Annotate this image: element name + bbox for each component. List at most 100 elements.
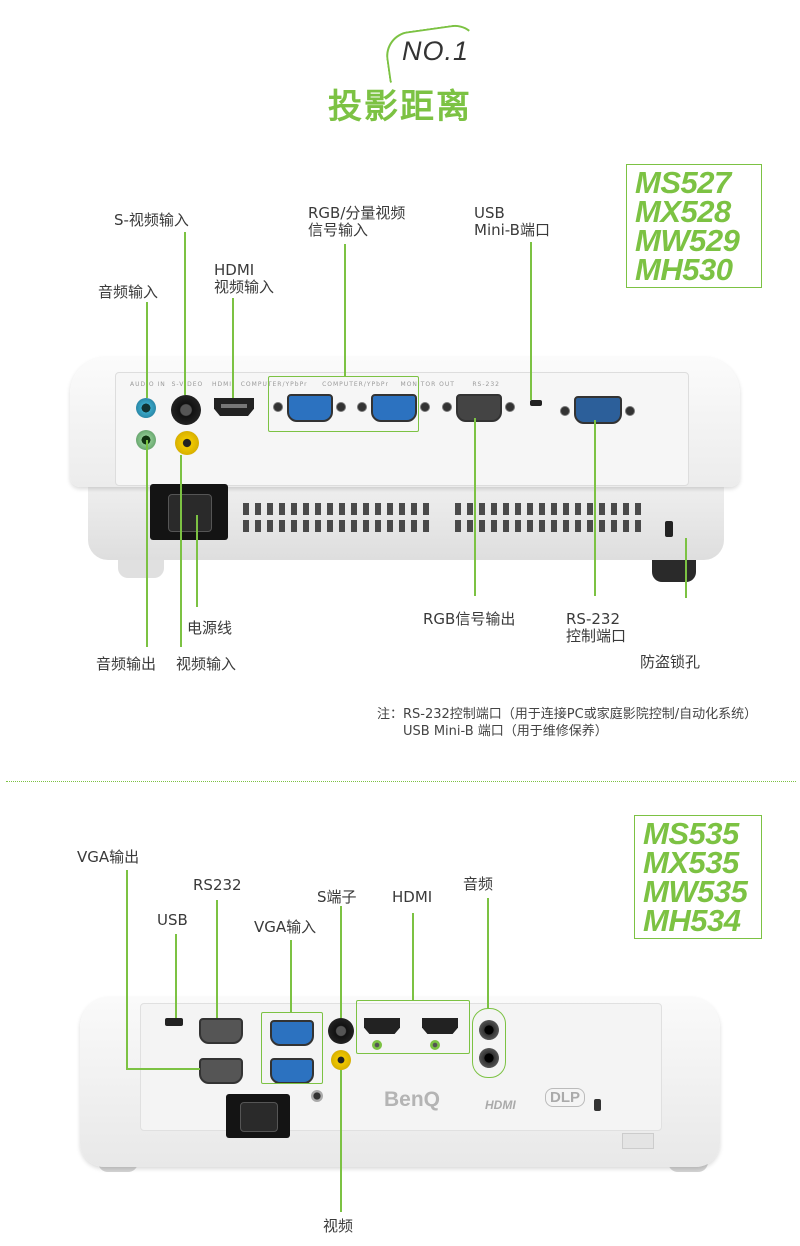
video-in-jack [175,431,199,455]
screw [625,406,635,416]
s-video-jack [328,1018,354,1044]
brand-logo: BenQ [384,1088,441,1111]
port-printed-labels: AUDIO IN S-VIDEO HDMI COMPUTER/YPbPr COM… [130,381,500,388]
model-name: MS535 [643,816,739,851]
callout-line [126,870,128,1068]
screw [442,402,452,412]
callout-line [685,538,687,598]
model-name: MH530 [635,252,733,287]
hdmi-port-2 [422,1018,458,1034]
projector-1-io-panel [115,372,689,486]
model-list-1: MS527 MX528 MW529 MH530 [626,164,762,288]
vga-in-highlight [261,1012,323,1084]
callout-line [340,906,342,1018]
callout-line [184,232,186,395]
vent-grille-1 [243,503,429,532]
model-name: MS527 [635,165,731,200]
screw [273,402,283,412]
video-jack [331,1050,351,1070]
screw [420,402,430,412]
screw [505,402,515,412]
hdmi-port-inner [221,404,247,408]
label-rs232: RS-232 [566,610,620,628]
vent-grille-2 [455,503,641,532]
label-vga-in: VGA输入 [254,918,317,936]
hdmi-highlight [356,1000,470,1054]
model-name: MW535 [643,874,748,909]
audio-in-jack [479,1020,499,1040]
screw [357,402,367,412]
screw [560,406,570,416]
callout-line [216,900,218,1018]
rgb-in-port-2 [371,394,417,422]
hdmi-port-1 [364,1018,400,1034]
note-line-1: 注：RS-232控制端口（用于连接PC或家庭影院控制/自动化系统） [377,707,758,722]
rear-vent [622,1133,654,1149]
callout-line [146,302,148,398]
vga-out-port [199,1058,243,1084]
label-audio: 音频 [463,875,494,893]
note-line-2: USB Mini-B 端口（用于维修保养） [403,724,608,739]
callout-line [146,440,148,647]
label-s-video-in: S-视频输入 [114,211,189,229]
label-hdmi: HDMI [214,261,255,279]
label-video: 视频 [323,1217,354,1235]
label-rgb-component-in-2: 信号输入 [308,221,369,239]
callout-line [474,418,476,596]
vga-in-port-1 [270,1020,314,1046]
label-rgb-out: RGB信号输出 [423,610,516,628]
rs232-port [199,1018,243,1044]
callout-line [344,244,346,376]
callout-line [530,242,532,400]
security-lock-slot [594,1099,601,1111]
label-rgb-component-in: RGB/分量视频 [308,204,406,222]
hdmi-led-2 [430,1040,440,1050]
audio-in-jack [136,398,156,418]
label-s-port: S端子 [317,888,357,906]
section-divider [6,781,796,782]
callout-line [487,898,489,1008]
label-video-in: 视频输入 [176,655,237,673]
callout-line [196,515,198,607]
audio-highlight [472,1008,506,1078]
callout-line [340,1070,342,1212]
s-video-jack [171,395,201,425]
label-usb: USB [474,204,505,222]
rgb-out-port [456,394,502,422]
vga-in-port-2 [270,1058,314,1084]
hdmi-logo: HDMI [485,1098,516,1112]
screw [336,402,346,412]
label-audio-in: 音频输入 [98,283,159,301]
label-hdmi-2: 视频输入 [214,278,275,296]
callout-line [232,298,234,398]
model-name: MW529 [635,223,740,258]
label-lock: 防盗锁孔 [640,653,701,671]
rgb-in-port-1 [287,394,333,422]
callout-line [290,940,292,1012]
label-hdmi: HDMI [392,888,433,906]
label-audio-out: 音频输出 [96,655,157,673]
dlp-logo: DLP [545,1088,585,1107]
security-lock-slot [665,521,673,537]
label-usb-2: Mini-B端口 [474,221,550,239]
label-rs232: RS232 [193,876,242,894]
usb-port [165,1018,183,1026]
label-usb: USB [157,911,188,929]
callout-line [180,455,182,647]
rgb-in-highlight [268,376,419,432]
model-name: MH534 [643,903,741,938]
label-power-cord: 电源线 [187,619,233,637]
page-title: 投影距离 [328,87,472,127]
screw-post [311,1090,323,1102]
power-socket-inner [240,1102,278,1132]
label-vga-out: VGA输出 [77,848,140,866]
model-name: MX528 [635,194,731,229]
label-rs232-2: 控制端口 [566,627,627,645]
model-list-2: MS535 MX535 MW535 MH534 [634,815,762,939]
callout-line [594,420,596,596]
hdmi-led-1 [372,1040,382,1050]
callout-line [126,1068,200,1070]
section-number-badge: NO.1 [402,36,470,66]
model-name: MX535 [643,845,739,880]
callout-line [175,934,177,1018]
